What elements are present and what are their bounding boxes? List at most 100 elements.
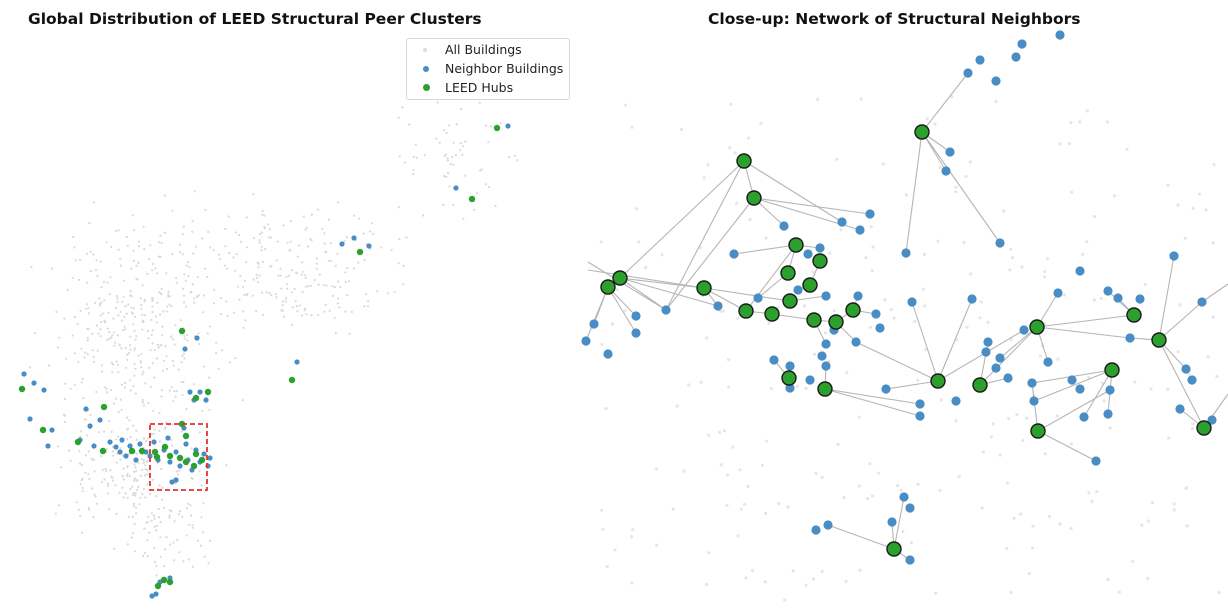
building-point [234,357,237,360]
neighbor-building-point [871,309,881,319]
building-point [1117,590,1121,594]
building-point [343,240,346,243]
building-point [270,294,273,297]
neighbor-building-point [366,243,372,249]
building-point [257,281,260,284]
building-point [92,360,96,364]
building-point [630,125,634,129]
building-point [64,397,67,401]
building-point [108,420,111,423]
neighbor-building-point [901,248,911,258]
building-point [202,294,205,297]
building-point [637,240,641,244]
neighbor-building-point [117,449,123,455]
building-point [192,526,195,529]
building-point [122,496,125,499]
building-point [870,268,874,273]
building-point [405,236,408,239]
building-point [206,332,209,335]
building-point [816,97,820,101]
neighbor-building-point [45,443,51,449]
building-point [142,487,146,491]
building-point [106,492,109,495]
building-point [613,548,617,552]
building-point [78,450,81,453]
building-point [357,261,360,264]
building-point [163,548,167,551]
building-point [217,253,221,256]
building-point [727,385,731,389]
building-point [119,398,122,401]
building-point [403,161,406,164]
neighbor-building-point [1197,297,1207,307]
building-point [177,473,180,476]
building-point [131,485,134,488]
neighbor-building-point [87,423,93,429]
neighbor-building-point [865,209,875,219]
building-point [725,503,729,508]
building-point [327,218,330,221]
building-point [117,410,120,413]
building-point [179,319,182,322]
building-point [376,290,379,293]
building-point [1212,163,1216,167]
building-point [105,241,108,244]
building-point [99,328,102,331]
building-point [133,463,136,466]
building-point [369,230,372,233]
building-point [161,486,164,490]
building-point [366,305,370,308]
building-point [769,387,773,391]
neighbor-building-point [1103,409,1113,419]
building-point [446,159,449,162]
building-point [245,246,248,249]
right-chart-panel: Close-up: Network of Structural Neighbor… [588,0,1228,610]
building-point [702,176,706,180]
building-point [133,229,136,232]
building-point [149,244,152,247]
neighbor-building-point [1135,294,1145,304]
building-point [1131,559,1135,564]
building-point [150,519,153,522]
building-point [139,496,142,499]
legend-item-neighbor-buildings: Neighbor Buildings [407,60,567,78]
building-point [109,388,112,392]
building-point [193,383,196,386]
building-point [208,325,212,328]
building-point [76,323,79,326]
leed-hub-point [166,452,174,460]
building-point [333,316,336,319]
building-point [397,116,400,119]
building-point [146,521,149,524]
building-point [1176,350,1180,354]
building-point [484,183,487,186]
building-point [1090,499,1094,503]
building-point [147,337,150,340]
neighbor-building-point [173,449,179,455]
building-point [986,320,990,324]
neighbor-building-point [631,328,641,338]
building-point [390,248,393,251]
building-point [605,564,609,569]
building-point [141,284,144,287]
building-point [140,361,143,364]
building-point [151,299,154,302]
network-edge [893,496,905,550]
building-point [110,361,113,364]
building-point [170,386,173,389]
building-point [157,241,161,244]
building-point [167,293,170,296]
leed-hub-point [288,376,296,384]
building-point [629,535,634,539]
building-point [146,272,149,276]
leed-hub-point [1196,420,1212,436]
building-point [160,467,163,470]
neighbor-building-point [851,337,861,347]
building-point [1005,481,1010,485]
building-point [134,367,137,370]
building-point [281,304,284,307]
building-point [134,492,137,495]
building-point [208,539,212,543]
building-point [1020,265,1024,269]
neighbor-building-point [91,443,97,449]
